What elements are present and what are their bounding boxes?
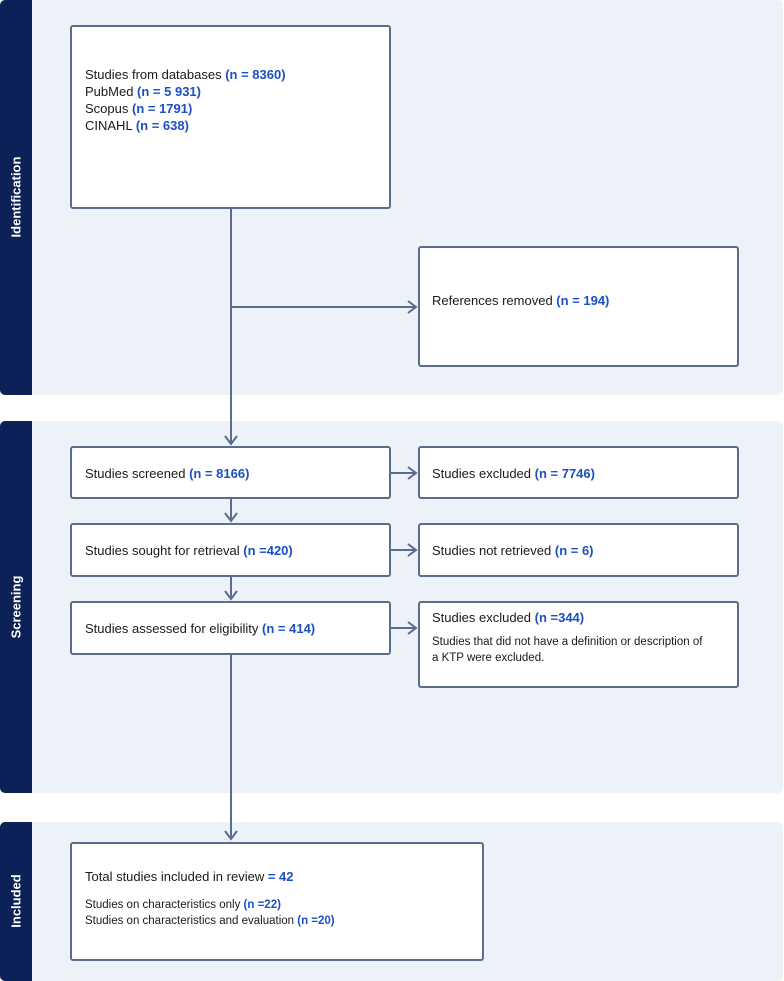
characteristics-only: Studies on characteristics only (n =22) xyxy=(85,899,281,911)
exclusion-reason: Studies that did not have a definition o… xyxy=(432,636,703,648)
screening-bar xyxy=(0,421,32,793)
studies-screened-box: Studies screened (n = 8166) xyxy=(70,446,391,499)
included-studies-box: Total studies included in review = 42 St… xyxy=(70,842,484,961)
not-retrieved-box: Studies not retrieved (n = 6) xyxy=(418,523,739,577)
identification-bar xyxy=(0,0,32,395)
databases-total: Studies from databases (n = 8360) xyxy=(85,67,286,82)
assessed-eligibility-box: Studies assessed for eligibility (n = 41… xyxy=(70,601,391,655)
eligibility-excluded-box: Studies excluded (n =344) Studies that d… xyxy=(418,601,739,688)
scopus-count: Scopus (n = 1791) xyxy=(85,101,193,116)
databases-box: Studies from databases (n = 8360) PubMed… xyxy=(70,25,391,209)
pubmed-count: PubMed (n = 5 931) xyxy=(85,84,201,99)
cinahl-count: CINAHL (n = 638) xyxy=(85,118,189,133)
total-included: Total studies included in review = 42 xyxy=(85,869,294,884)
studies-excluded-box: Studies excluded (n = 7746) xyxy=(418,446,739,499)
references-removed-box: References removed (n = 194) xyxy=(418,246,739,367)
included-bar xyxy=(0,822,32,981)
characteristics-and-evaluation: Studies on characteristics and evaluatio… xyxy=(85,915,335,927)
sought-for-retrieval-box: Studies sought for retrieval (n =420) xyxy=(70,523,391,577)
exclusion-reason-cont: a KTP were excluded. xyxy=(432,652,545,664)
